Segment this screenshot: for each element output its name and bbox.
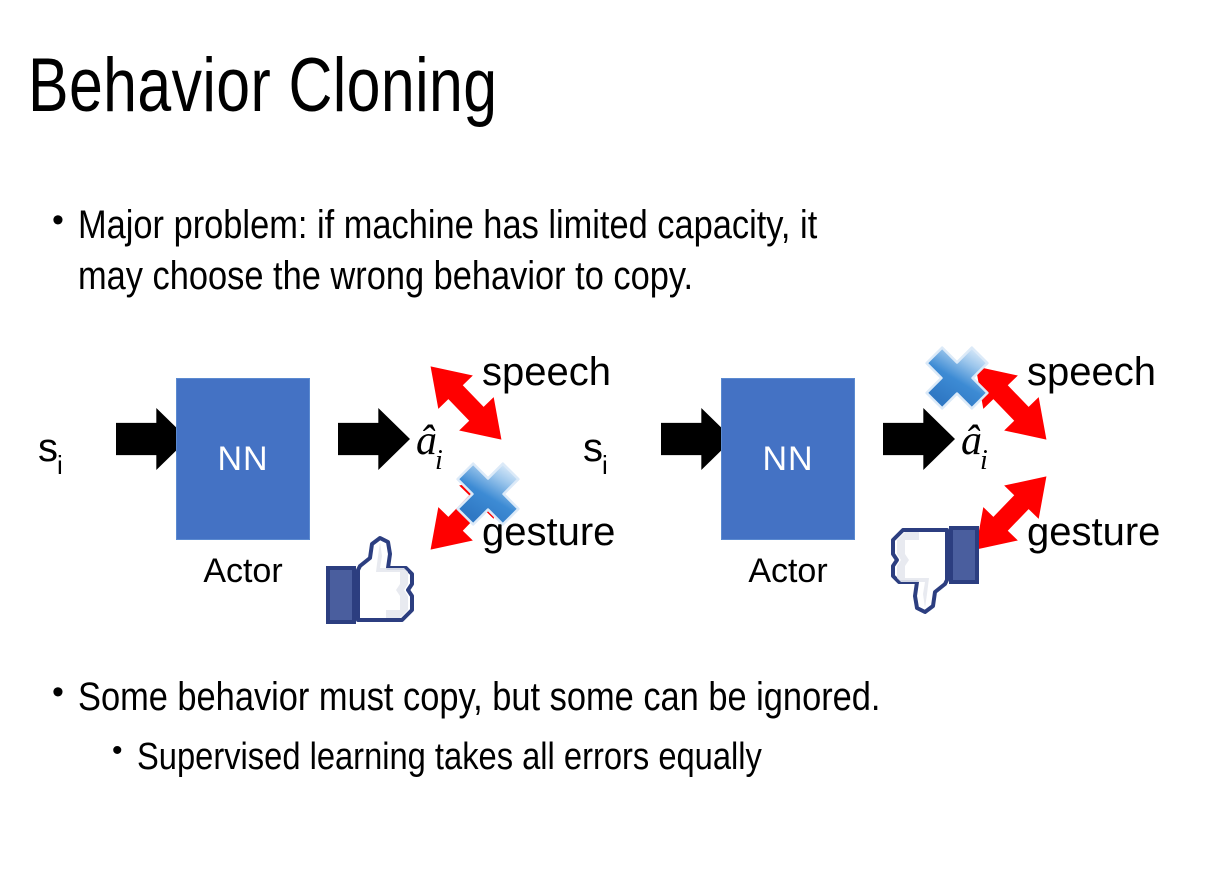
branch-label-speech-left: speech [482,350,611,394]
bullet-marker-icon: • [112,734,123,767]
diagram-right: si NN Actor âi speech gestu [565,330,1165,630]
action-label-right: âi [961,418,990,475]
state-subscript: i [602,450,608,480]
nn-box-label: NN [217,439,269,478]
action-symbol: â [416,418,437,464]
output-arrow-icon [338,408,410,470]
bullet-marker-icon: • [52,201,64,239]
bullet-item-2: • Some behavior must copy, but some can … [52,672,1182,723]
branch-label-speech-right: speech [1027,350,1156,394]
bullet-item-1: • Major problem: if machine has limited … [52,200,1152,302]
thumbs-up-icon [324,534,428,628]
actor-caption-left: Actor [203,552,283,590]
action-symbol: â [961,418,982,464]
output-arrow-icon [883,408,955,470]
speech-double-arrow-icon [963,348,1059,458]
nn-box-left: NN [176,378,310,540]
actor-caption-right: Actor [748,552,828,590]
bullet-marker-icon: • [52,673,64,711]
gesture-double-arrow-icon [963,458,1059,568]
action-subscript: i [435,445,443,477]
page-title: Behavior Cloning [28,43,498,128]
bullet-text-3: Supervised learning takes all errors equ… [136,736,762,778]
nn-box-label: NN [762,439,814,478]
bullet-text-2: Some behavior must copy, but some can be… [77,675,881,719]
state-symbol: s [38,426,58,470]
bullet-text-1: Major problem: if machine has limited ca… [77,203,818,299]
action-label-left: âi [416,418,445,475]
state-subscript: i [57,450,63,480]
cross-out-icon-gesture [452,458,524,530]
thumbs-down-icon [877,522,981,616]
speech-double-arrow-icon [418,348,514,458]
branch-label-gesture-right: gesture [1027,510,1161,554]
nn-box-right: NN [721,378,855,540]
state-label-right: si [583,426,609,478]
bullet-item-3: • Supervised learning takes all errors e… [112,733,1172,782]
state-label-left: si [38,426,64,478]
diagram-left: si NN Actor âi speech [20,330,620,630]
state-symbol: s [583,426,603,470]
cross-out-icon-speech [921,342,993,414]
action-subscript: i [980,445,988,477]
